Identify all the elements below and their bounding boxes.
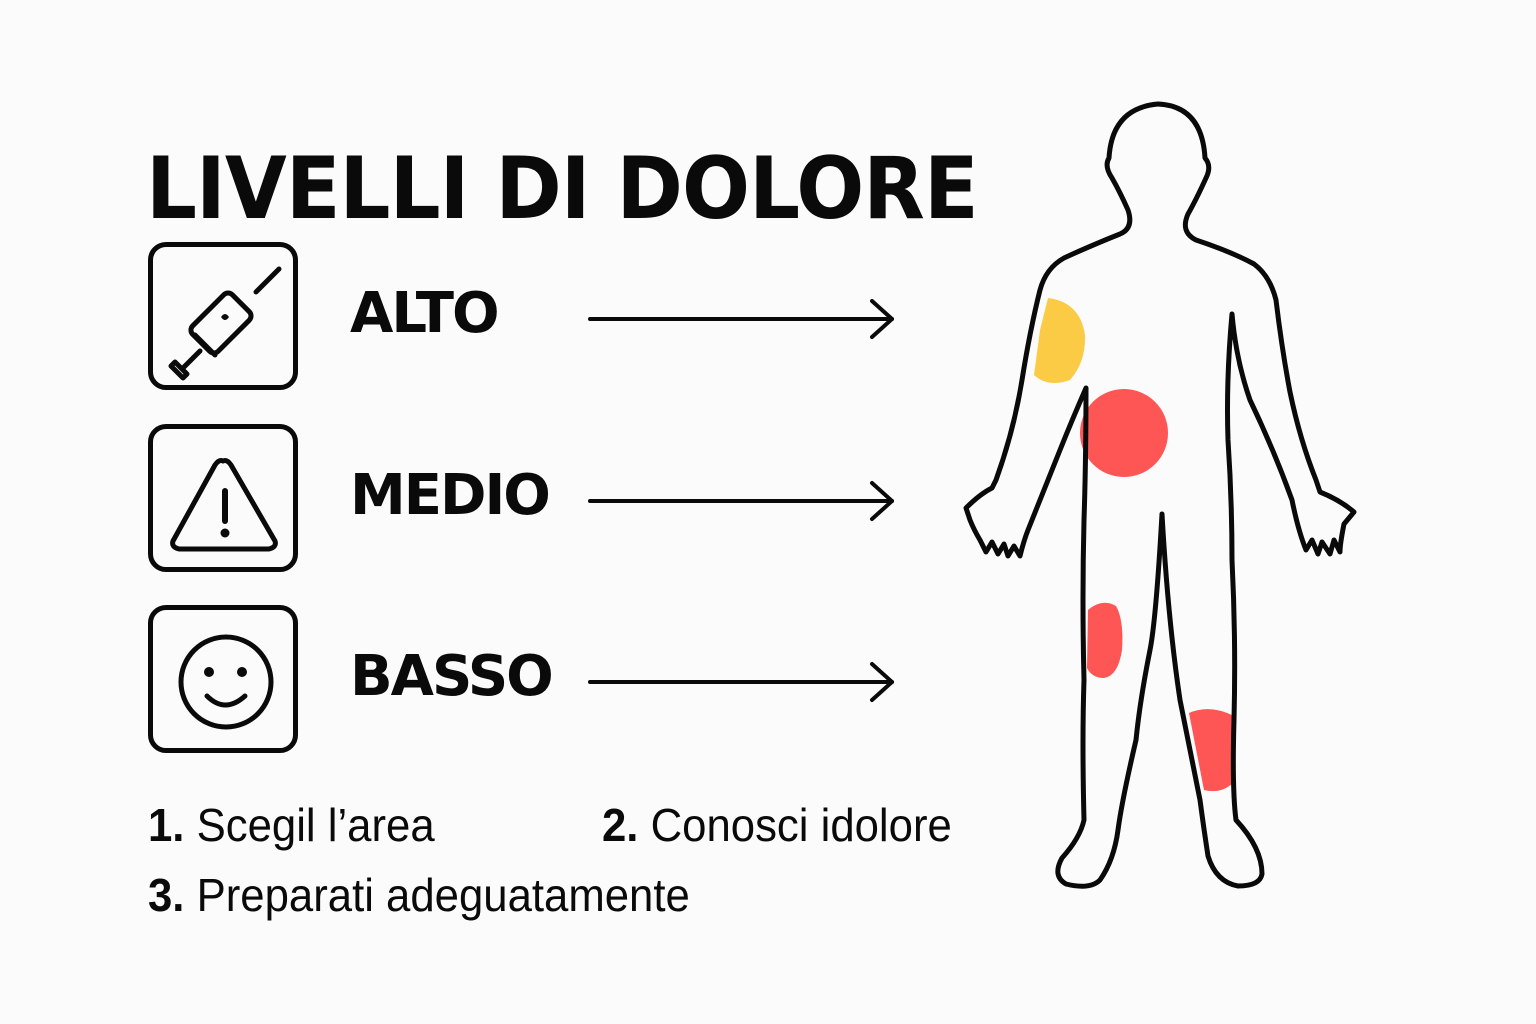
level-row-medium: MEDIO [148, 424, 908, 576]
syringe-icon [148, 242, 298, 390]
pain-spot-lower-leg[interactable] [1189, 709, 1234, 792]
pain-spots [1034, 298, 1234, 792]
warning-triangle-icon [148, 424, 298, 572]
level-label-low: BASSO [350, 644, 554, 709]
level-row-low: BASSO [148, 605, 908, 757]
step-text: Preparati adeguatamente [196, 869, 690, 921]
arrow-right-icon [588, 299, 894, 339]
step-text: Scegil l’area [196, 799, 435, 851]
level-row-high: ALTO [148, 242, 908, 394]
pain-spot-thigh[interactable] [1087, 602, 1123, 678]
smiley-face-icon [148, 605, 298, 753]
step-1: 1. Scegil l’area [148, 802, 435, 848]
page-title: LIVELLI DI DOLORE [146, 138, 979, 239]
arrow-right-icon [588, 662, 894, 702]
body-outline [963, 101, 1357, 889]
step-text: Conosci idolore [650, 799, 952, 851]
arrow-right-icon [588, 481, 894, 521]
step-number: 1. [148, 799, 185, 851]
pain-spot-abdomen[interactable] [1080, 389, 1168, 477]
step-2: 2. Conosci idolore [602, 802, 952, 848]
step-number: 3. [148, 869, 185, 921]
step-3: 3. Preparati adeguatamente [148, 872, 690, 918]
level-label-high: ALTO [350, 281, 500, 346]
step-number: 2. [602, 799, 639, 851]
pain-spot-shoulder[interactable] [1034, 298, 1086, 384]
level-label-medium: MEDIO [350, 463, 551, 528]
body-map [963, 101, 1357, 889]
